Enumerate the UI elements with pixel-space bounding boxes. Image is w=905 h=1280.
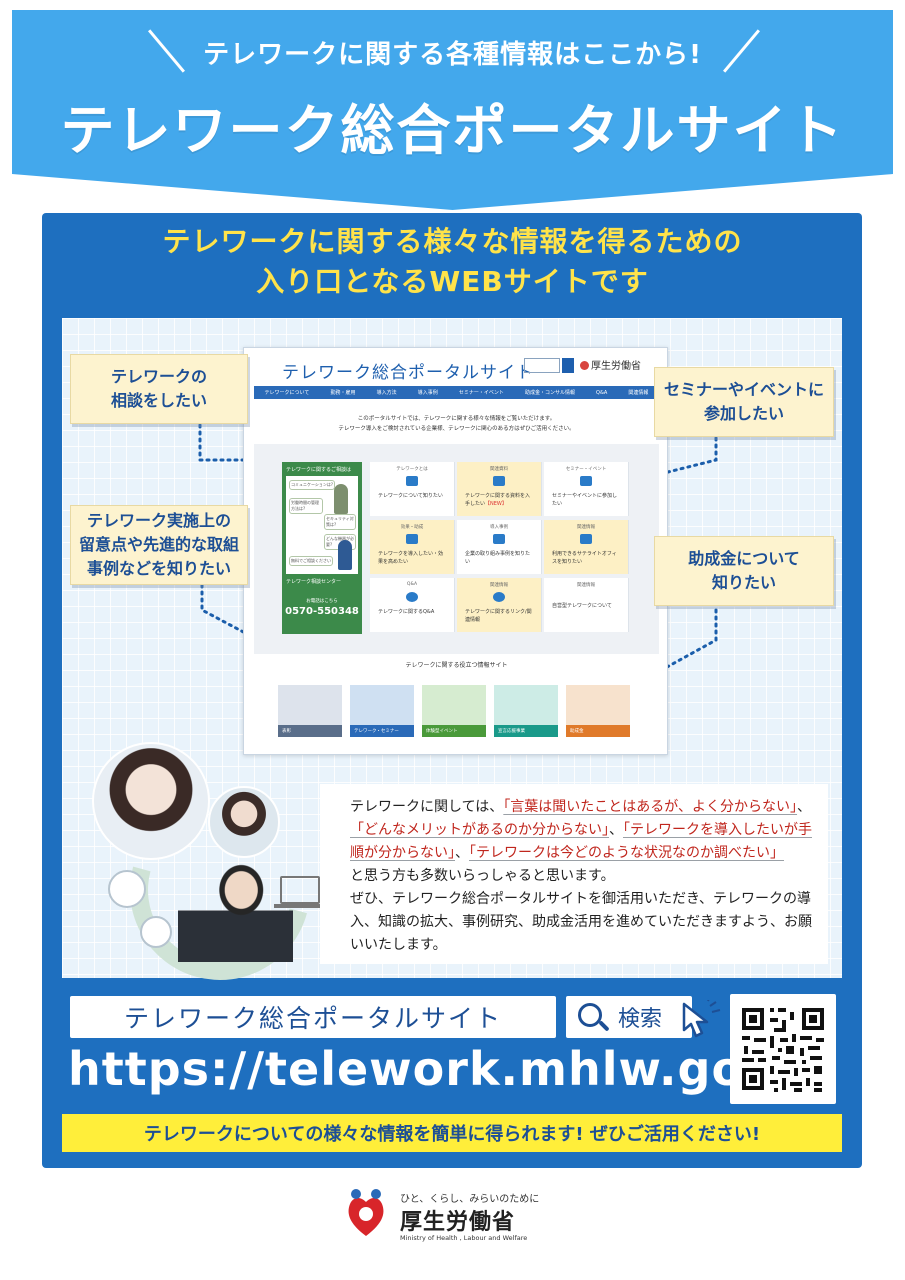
preview-search-icon [562, 358, 574, 373]
preview-tile: 関連情報 自営型テレワークについて [544, 578, 629, 632]
preview-logo: 厚生労働省 [580, 357, 641, 372]
header-subtitle: テレワークに関する各種情報はここから! [203, 40, 702, 70]
qr-code-icon [742, 1008, 824, 1092]
preview-tile: 関連資料 テレワークに関する資料を入手したい【NEW】 [457, 462, 542, 516]
callout-seminar: セミナーやイベントに 参加したい [654, 367, 834, 437]
person-icon [338, 540, 352, 570]
link-icon [493, 592, 505, 602]
mhlw-logo-icon [580, 361, 589, 370]
preview-nav-item: セミナー・イベント [458, 390, 504, 396]
callout-subsidy: 助成金について 知りたい [654, 536, 834, 606]
seminar-icon [350, 685, 414, 725]
woman-at-laptop-photo [208, 786, 280, 858]
preview-tile: テレワークとは テレワークについて知りたい [370, 462, 455, 516]
page-title: テレワーク総合ポータルサイト [60, 99, 845, 162]
cheer-icon [494, 685, 558, 725]
preview-consult-panel: テレワークに関するご相談は コミュニケーションは? 労働時間の管理方法は? セキ… [282, 462, 362, 634]
preview-useful-title: テレワークに関する役立つ情報サイト [405, 662, 508, 669]
preview-nav-item: 助成金・コンサル情報 [524, 390, 575, 396]
preview-tile: 効果・助成 テレワークを導入したい・効果を高めたい [370, 520, 455, 574]
callout-consult: テレワークの 相談をしたい [70, 354, 248, 424]
desk-icon [422, 685, 486, 725]
question-icon [406, 592, 418, 602]
cursor-icon [682, 1000, 721, 1038]
file-icon [493, 476, 505, 486]
preview-tile: 関連情報 テレワークに関するリンク/関連情報 [457, 578, 542, 632]
preview-nav-item: 導入方法 [376, 390, 397, 396]
preview-tile: 導入事例 企業の取り組み事例を知りたい [457, 520, 542, 574]
panel-headline: テレワークに関する様々な情報を得るための 入り口となるWEBサイトです [162, 225, 743, 298]
preview-nav-item: 勤務・雇用 [330, 390, 356, 396]
preview-search-input [524, 358, 560, 373]
laptop-base [274, 904, 326, 908]
preview-useful-site: 助成金 [566, 685, 630, 737]
presentation-icon [580, 476, 592, 486]
search-input[interactable]: テレワーク総合ポータルサイト [70, 996, 556, 1038]
preview-useful-site: 体験型イベント [422, 685, 486, 737]
trophy-icon [278, 685, 342, 725]
website-preview: テレワーク総合ポータルサイト 厚生労働省 テレワークについて 勤務・雇用 導入方… [243, 347, 668, 755]
search-icon [578, 1003, 602, 1027]
description-box: テレワークに関しては、「言葉は聞いたことはあるが、よく分からない」、「どんなメリ… [320, 784, 828, 964]
mail-icon [140, 916, 172, 948]
preview-intro: このポータルサイトでは、テレワークに関する様々な情報をご覧いただけます。 テレワ… [338, 416, 575, 432]
mhlw-logo-icon [348, 1189, 384, 1236]
preview-nav-item: Q&A [596, 389, 608, 396]
preview-nav-item: テレワークについて [264, 390, 310, 396]
site-url[interactable]: https://telework.mhlw.go.jp/ [68, 1042, 832, 1096]
money-bag-icon [566, 685, 630, 725]
preview-nav-item: 導入事例 [417, 390, 438, 396]
description-text: テレワークに関しては、「言葉は聞いたことはあるが、よく分からない」、「どんなメリ… [350, 799, 812, 953]
preview-useful-site: 宣言応援事業 [494, 685, 558, 737]
document-icon [406, 476, 418, 486]
laptop-icon [280, 876, 320, 904]
card-icon [108, 870, 146, 908]
preview-tile: 関連情報 利用できるサテライトオフィスを知りたい [544, 520, 629, 574]
man-on-phone-photo [178, 862, 293, 962]
preview-useful-site: テレワーク・セミナー [350, 685, 414, 737]
qr-code [730, 994, 836, 1104]
ministry-name: 厚生労働省 [400, 1210, 516, 1235]
preview-nav-item: 関連情報 [628, 390, 649, 396]
building-icon [493, 534, 505, 544]
office-icon [580, 534, 592, 544]
woman-on-phone-photo [92, 742, 210, 860]
preview-useful-site: 表彰 [278, 685, 342, 737]
preview-site-title: テレワーク総合ポータルサイト [282, 363, 534, 383]
chart-icon [406, 534, 418, 544]
bottom-banner: テレワークについての様々な情報を簡単に得られます! ぜひご活用ください! [62, 1114, 842, 1152]
ministry-name-english: Ministry of Health , Labour and Welfare [400, 1234, 528, 1242]
preview-tile: Q&A テレワークに関するQ&A [370, 578, 455, 632]
preview-tile: セミナー・イベント セミナーやイベントに参加したい [544, 462, 629, 516]
person-icon [334, 484, 348, 514]
footer-tagline: ひと、くらし、みらいのために [400, 1194, 540, 1205]
callout-practice: テレワーク実施上の 留意点や先進的な取組 事例などを知りたい [70, 505, 248, 585]
preview-nav: テレワークについて 勤務・雇用 導入方法 導入事例 セミナー・イベント 助成金・… [254, 386, 659, 399]
